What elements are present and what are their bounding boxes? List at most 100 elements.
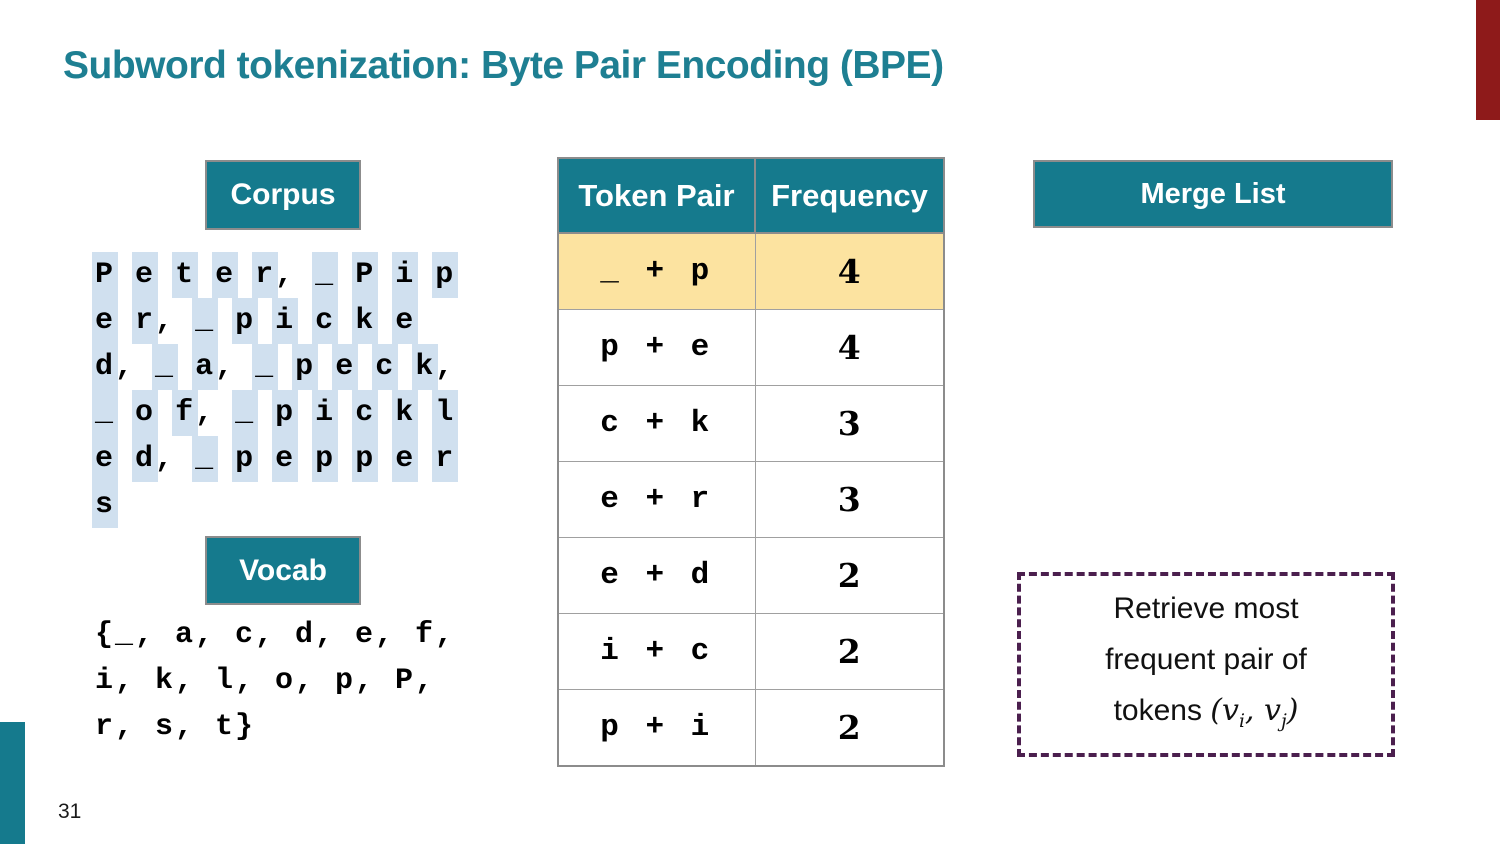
frequency-cell: 2	[754, 537, 945, 614]
vocab-text: {_, a, c, d, e, f, i, k, l, o, p, P, r, s,…	[95, 612, 455, 750]
retrieve-pair-callout: Retrieve most frequent pair of tokens (v…	[1017, 572, 1395, 757]
table-header-row: Token Pair Frequency	[557, 157, 945, 234]
corpus-token: e	[92, 298, 119, 344]
corpus-token: p	[272, 390, 299, 436]
page-title: Subword tokenization: Byte Pair Encoding…	[63, 44, 944, 87]
token-pair-cell: p + e	[557, 309, 756, 386]
corpus-separator: ,	[155, 304, 176, 338]
token-pair-cell: p + i	[557, 689, 756, 767]
corpus-token: d	[92, 344, 119, 390]
page-number: 31	[58, 800, 82, 823]
corpus-token: p	[232, 298, 259, 344]
merge-list-header-box: Merge List	[1033, 160, 1393, 228]
frequency-cell: 4	[754, 309, 945, 386]
frequency-cell: 4	[754, 232, 945, 310]
corpus-line: P e t e r, _ P i p	[92, 252, 459, 298]
vocab-header-box: Vocab	[205, 536, 361, 605]
corpus-separator: ,	[115, 350, 136, 384]
corpus-token: e	[132, 252, 159, 298]
frequency-cell: 2	[754, 689, 945, 767]
corpus-separator: ,	[435, 350, 456, 384]
frequency-cell: 3	[754, 461, 945, 538]
token-pair-cell: c + k	[557, 385, 756, 462]
corpus-token: e	[212, 252, 239, 298]
corpus-token: k	[392, 390, 419, 436]
corpus-token: p	[232, 436, 259, 482]
callout-line-3: tokens (vi, vj)	[1114, 685, 1299, 747]
corpus-token: k	[412, 344, 439, 390]
corpus-header-box: Corpus	[205, 160, 361, 230]
corpus-token: e	[392, 436, 419, 482]
corpus-token: o	[132, 390, 159, 436]
corpus-token: _	[92, 390, 119, 436]
callout-line-2: frequent pair of	[1105, 642, 1307, 676]
corpus-token: _	[152, 344, 179, 390]
math-expression: (vi, vj)	[1210, 692, 1299, 732]
corpus-token: p	[312, 436, 339, 482]
corpus-token: t	[172, 252, 199, 298]
corpus-token: i	[312, 390, 339, 436]
corpus-token: p	[292, 344, 319, 390]
corpus-token: r	[432, 436, 459, 482]
corpus-token: P	[92, 252, 119, 298]
corpus-separator: ,	[195, 396, 216, 430]
corpus-token: _	[252, 344, 279, 390]
corpus-token: p	[432, 252, 459, 298]
vocab-header-label: Vocab	[239, 553, 327, 587]
frequency-cell: 3	[754, 385, 945, 462]
vocab-line: {_, a, c, d, e, f,	[95, 618, 456, 652]
callout-line-1: Retrieve most	[1113, 591, 1299, 625]
corpus-token: _	[192, 298, 219, 344]
corpus-separator: ,	[155, 442, 176, 476]
token-pair-cell: e + r	[557, 461, 756, 538]
corpus-token: l	[432, 390, 459, 436]
token-pair-cell: i + c	[557, 613, 756, 690]
callout-line-3-prefix: tokens	[1113, 693, 1211, 727]
corpus-line: e r, _ p i c k e	[92, 298, 455, 344]
token-pair-cell: e + d	[557, 537, 756, 614]
corpus-token: k	[352, 298, 379, 344]
corpus-token: c	[372, 344, 399, 390]
corpus-token: r	[252, 252, 279, 298]
corpus-line: _ o f, _ p i c k l	[92, 390, 459, 436]
corpus-token: s	[92, 482, 119, 528]
bottom-left-accent-bar	[0, 722, 25, 844]
frequency-cell: 2	[754, 613, 945, 690]
column-header-token-pair: Token Pair	[557, 157, 756, 234]
corpus-token: _	[232, 390, 259, 436]
corpus-token: P	[352, 252, 379, 298]
corpus-token: i	[272, 298, 299, 344]
corpus-line: s	[92, 482, 455, 528]
corpus-token: _	[312, 252, 339, 298]
corpus-token: f	[172, 390, 199, 436]
corpus-separator: ,	[275, 258, 296, 292]
corpus-token: d	[132, 436, 159, 482]
corpus-token: c	[352, 390, 379, 436]
corpus-line: d, _ a, _ p e c k,	[92, 344, 456, 390]
vocab-line: r, s, t}	[95, 710, 256, 744]
corpus-token: e	[272, 436, 299, 482]
corpus-token: i	[392, 252, 419, 298]
corpus-token: e	[332, 344, 359, 390]
corpus-separator: ,	[215, 350, 236, 384]
merge-list-header-label: Merge List	[1140, 177, 1286, 210]
top-right-accent-bar	[1476, 0, 1500, 120]
corpus-token: p	[352, 436, 379, 482]
vocab-line: i, k, l, o, p, P,	[95, 664, 436, 698]
corpus-line: e d, _ p e p p e r	[92, 436, 459, 482]
corpus-token: c	[312, 298, 339, 344]
column-header-frequency: Frequency	[754, 157, 945, 234]
corpus-token: _	[192, 436, 219, 482]
corpus-header-label: Corpus	[230, 178, 336, 211]
corpus-token: e	[392, 298, 419, 344]
corpus-token: e	[92, 436, 119, 482]
